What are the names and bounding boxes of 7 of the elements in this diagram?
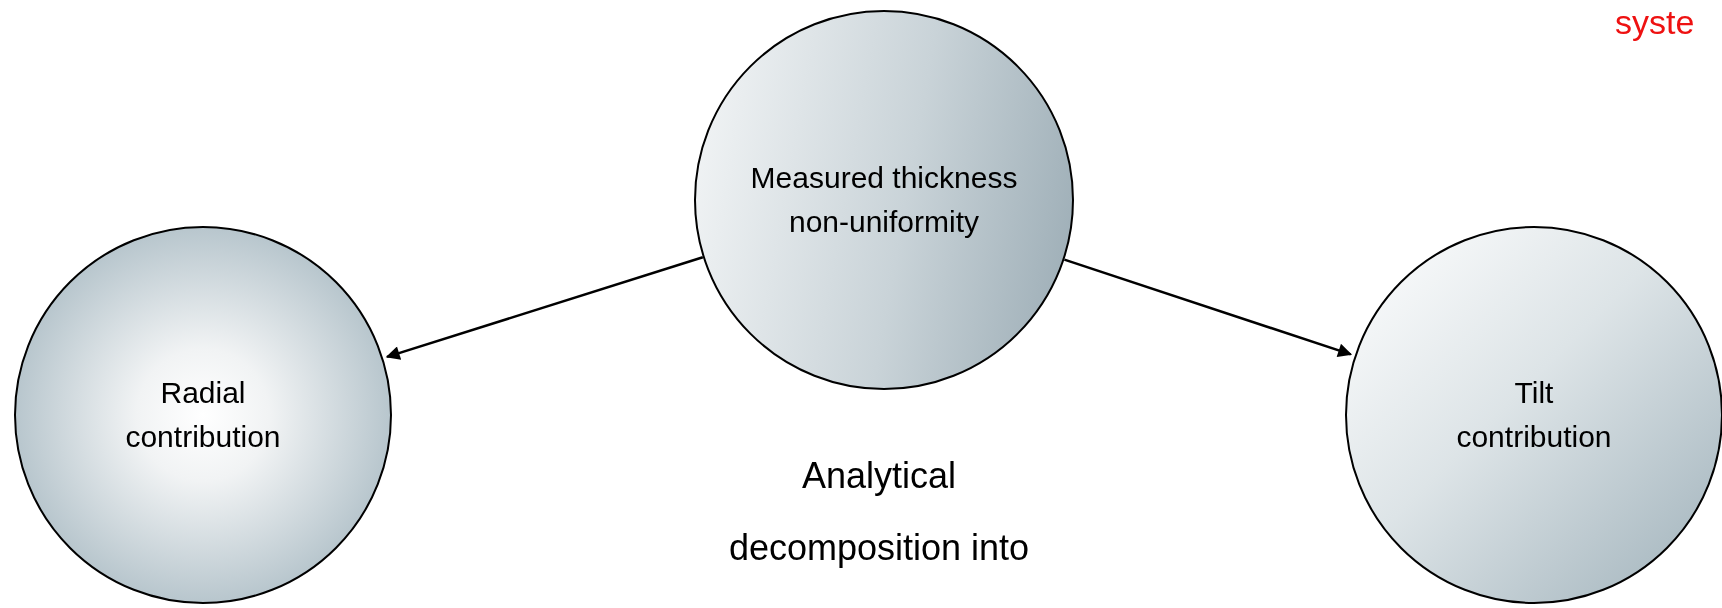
caption-text: Analytical decomposition into bbox=[727, 454, 1031, 570]
partial-text: syste bbox=[1615, 2, 1695, 43]
arrow bbox=[385, 256, 704, 360]
node-label: Radial contribution bbox=[124, 375, 282, 455]
node-label: Tilt contribution bbox=[1455, 375, 1613, 455]
node-label: Measured thickness non-uniformity bbox=[749, 160, 1019, 240]
arrow bbox=[1064, 258, 1353, 358]
